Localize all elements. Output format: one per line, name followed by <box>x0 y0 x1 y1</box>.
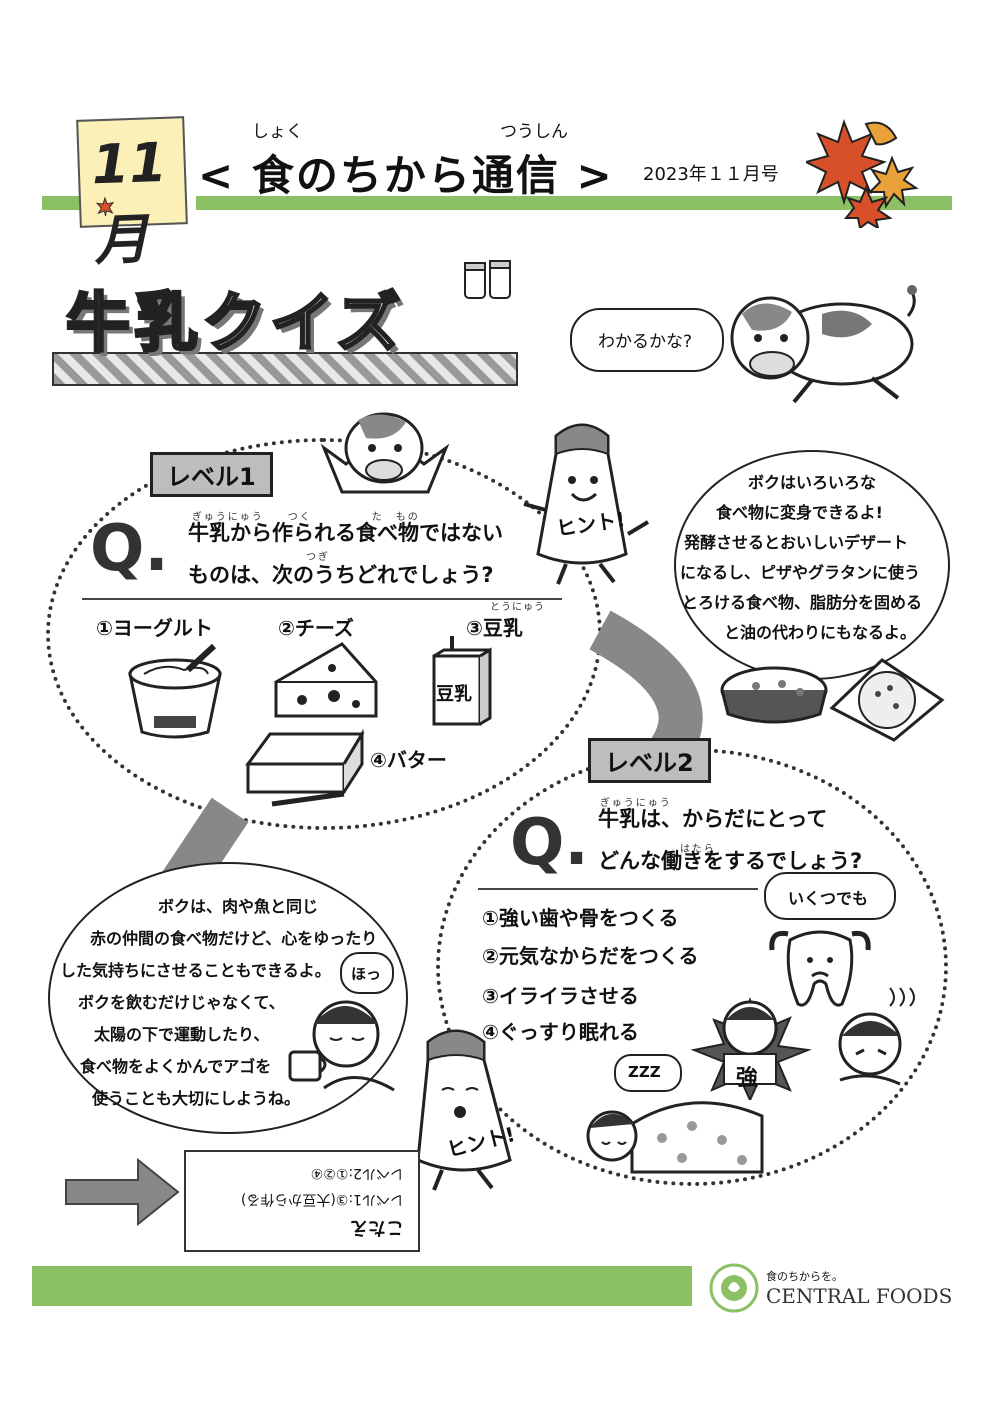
level1-tag: レベル1 <box>150 452 273 497</box>
cow-face-illustration <box>320 412 450 494</box>
title-ruby-shoku: しょく <box>252 122 303 142</box>
title-bracket-right: > <box>576 151 614 200</box>
hint2-line-2: 赤の仲間の食べ物だけど、心をゆったり <box>90 929 378 948</box>
gratin-pizza-illustration <box>720 658 945 742</box>
header-bar-left <box>42 196 84 210</box>
title-text: 食のちから通信 <box>251 151 560 200</box>
hint1-line-3: 発酵させるとおいしいデザート <box>684 533 909 552</box>
level2-ruby-line1: ぎゅうにゅう <box>600 798 672 809</box>
cow-speech-text: わかるかな? <box>598 332 693 352</box>
footer-bar <box>32 1266 692 1306</box>
hint1-line-5: とろける食べ物、脂肪分を固める <box>682 593 923 612</box>
level2-question-line1: 牛乳は、からだにとって <box>598 807 828 831</box>
level1-q-mark: Q. <box>90 512 169 586</box>
autumn-leaves-icon <box>806 118 919 228</box>
level2-divider <box>478 888 758 890</box>
arrow-right-icon <box>65 1157 180 1227</box>
level1-option-3: ③豆乳 <box>466 616 523 640</box>
hint2-line-3: した気持ちにさせることもできるよ。 <box>60 961 331 980</box>
level1-question-line1: 牛乳から作られる食べ物ではない <box>188 521 503 545</box>
answer-box: こたえ レベル1:③(大豆から作る) レベル2:①②④ <box>184 1150 420 1252</box>
answer-title: こたえ <box>350 1217 404 1238</box>
answer-line-1: レベル1:③(大豆から作る) <box>240 1191 404 1207</box>
answer-line-2: レベル2:①②④ <box>310 1165 404 1181</box>
level1-ruby-line2: つぎ <box>306 552 330 563</box>
hint1-line-1: ボクはいろいろな <box>748 473 877 492</box>
page-title: < 食のちから通信 > <box>198 142 614 203</box>
kid-drinking-tea-illustration <box>288 1000 395 1092</box>
strong-tooth-illustration <box>769 930 871 1007</box>
sleeping-kid-illustration <box>586 1101 764 1174</box>
month-card: 11月 <box>76 116 188 272</box>
strong-label: 強 <box>736 1066 759 1091</box>
milk-bottle-hint2-illustration <box>416 1029 512 1191</box>
level2-ruby-line2: はたら <box>680 844 716 855</box>
yogurt-illustration <box>128 644 222 739</box>
level1-option-3-ruby: とうにゅう <box>490 602 545 613</box>
level2-option-1: ①強い歯や骨をつくる <box>482 906 679 930</box>
level1-ruby-line1: ぎゅうにゅう つく た もの <box>192 512 420 523</box>
level2-tag: レベル2 <box>588 738 711 783</box>
butter-illustration <box>245 728 365 807</box>
hint2-line-1: ボクは、肉や魚と同じ <box>158 897 319 916</box>
level2-q-mark: Q. <box>510 806 589 880</box>
irritated-kid-illustration <box>838 987 915 1086</box>
level1-option-2: ②チーズ <box>278 616 354 640</box>
hint2-line-4: ボクを飲むだけじゃなくて、 <box>78 993 285 1012</box>
level1-question-line2: ものは、次のうちどれでしょう? <box>188 563 494 587</box>
milk-jars-icon <box>464 260 511 299</box>
hint1-speech-bubble: ボクはいろいろな 食べ物に変身できるよ! 発酵させるとおいしいデザート になるし… <box>674 450 950 680</box>
header-bar-right <box>196 196 952 210</box>
hint1-line-4: になるし、ピザやグラタンに使う <box>680 563 921 582</box>
sleep-label: ZZZ <box>628 1063 661 1081</box>
carton-label: 豆乳 <box>436 684 472 705</box>
title-ruby-tsushin: つうしん <box>500 122 568 142</box>
sleep-bubble: ZZZ <box>614 1054 682 1092</box>
hint2-speech-bubble: ボクは、肉や魚と同じ 赤の仲間の食べ物だけど、心をゆったり した気持ちにさせるこ… <box>48 862 408 1134</box>
milk-bottle-hint1-illustration <box>523 423 650 585</box>
level2-question-line2: どんな働きをするでしょう? <box>598 849 863 873</box>
level1-option-1: ①ヨーグルト <box>96 616 213 640</box>
hint2-line-7: 使うことも大切にしようね。 <box>92 1089 301 1108</box>
level2-option-4: ④ぐっすり眠れる <box>482 1020 639 1044</box>
footer-tagline: 食のちからを。 <box>766 1270 843 1283</box>
hint1-line-6: と油の代わりにもなるよ。 <box>724 623 917 642</box>
central-foods-logo-icon <box>709 1263 759 1313</box>
issue-date: 2023年１１月号 <box>643 164 779 185</box>
quiz-title-band <box>52 352 518 386</box>
title-bracket-left: < <box>198 151 236 200</box>
cow-speech-bubble: わかるかな? <box>570 308 724 372</box>
cow-running-illustration <box>730 285 917 404</box>
footer-brand: CENTRAL FOODS <box>766 1284 953 1308</box>
sigh-text: ほっ <box>351 965 382 983</box>
multi-note-text: いくつでも <box>788 889 869 908</box>
sigh-bubble: ほっ <box>340 952 394 994</box>
soy-milk-carton-icon <box>432 636 492 726</box>
hint2-line-6: 食べ物をよくかんでアゴを <box>80 1057 272 1076</box>
level1-option-4: ④バター <box>370 748 447 772</box>
hint2-line-5: 太陽の下で運動したり、 <box>94 1025 270 1044</box>
level2-option-3: ③イライラさせる <box>482 984 639 1008</box>
level2-option-2: ②元気なからだをつくる <box>482 944 699 968</box>
soy-milk-carton: 豆乳 <box>430 636 494 728</box>
strong-kid-illustration <box>690 996 812 1100</box>
answer-content: こたえ レベル1:③(大豆から作る) レベル2:①②④ <box>186 1152 418 1250</box>
maple-leaf-small-icon <box>95 196 115 217</box>
multi-note-bubble: いくつでも <box>764 872 896 920</box>
quiz-title: 牛乳クイズ <box>64 286 405 363</box>
cheese-illustration <box>274 642 378 718</box>
level1-divider <box>82 598 562 600</box>
hint1-line-2: 食べ物に変身できるよ! <box>716 503 883 522</box>
